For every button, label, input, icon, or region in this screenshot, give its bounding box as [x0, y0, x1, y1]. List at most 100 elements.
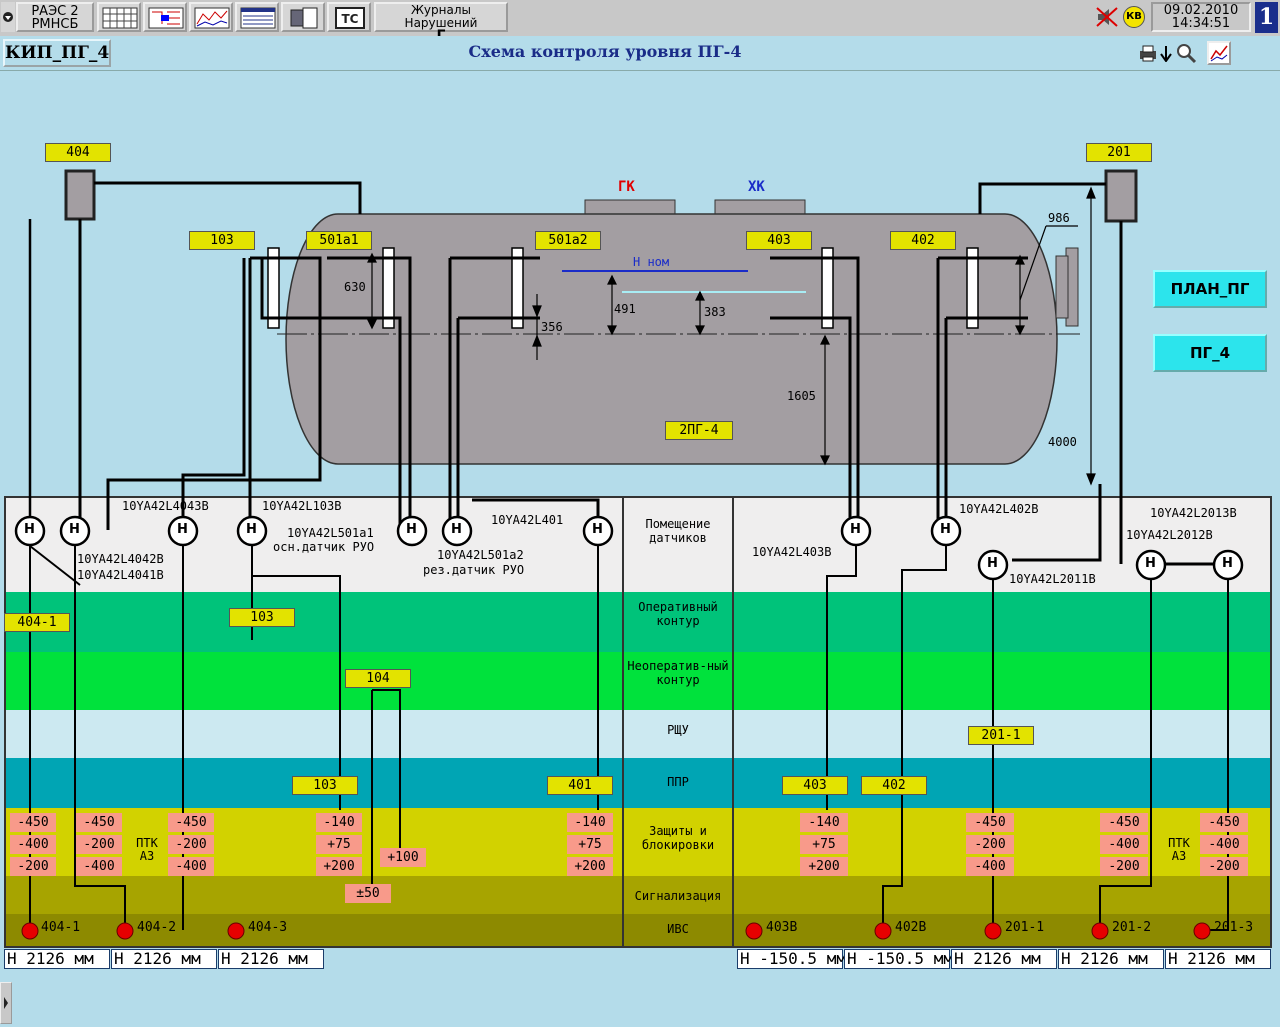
band-operative: [4, 592, 1272, 652]
sensor-label-2011: 10YA42L2011B: [1009, 572, 1096, 586]
side-panel-handle[interactable]: [0, 982, 12, 1024]
steam-generator-vessel: [277, 199, 1080, 465]
ivs-label[interactable]: 201-1: [1005, 920, 1045, 935]
ts-icon[interactable]: TC: [327, 2, 371, 32]
chart-icon[interactable]: [1207, 41, 1231, 65]
ivs-label[interactable]: 402B: [895, 920, 927, 935]
band-nonoperative: [4, 652, 1272, 710]
zone-operative: Оперативный контур: [638, 600, 718, 628]
measurement-201-3[interactable]: Н 2126 мм: [1165, 949, 1271, 969]
kip-label[interactable]: КИП_ПГ_4: [3, 39, 111, 67]
setpoint: -400: [10, 835, 56, 854]
sensor-h-2[interactable]: Н: [69, 522, 80, 537]
bands-frame: [4, 496, 1272, 948]
sensor-desc-501a2: рез.датчик РУО: [423, 563, 525, 577]
trend-icon[interactable]: [189, 2, 233, 32]
grid-icon[interactable]: [97, 2, 141, 32]
date: 09.02.2010: [1163, 3, 1239, 18]
measurement-404-3[interactable]: Н 2126 мм: [218, 949, 324, 969]
screen-number[interactable]: 1: [1255, 2, 1278, 33]
sound-muted-icon[interactable]: [1095, 6, 1119, 28]
station-selector[interactable]: РАЭС 2 РМНСБ: [16, 2, 94, 32]
journals-button[interactable]: Журналы Нарушений Г: [374, 2, 508, 43]
tag-402b[interactable]: 402: [861, 776, 927, 795]
sensor-label-403: 10YA42L403B: [752, 545, 832, 559]
setpoint: -140: [567, 813, 613, 832]
dim-491: 491: [614, 302, 636, 316]
menu-arrow-icon[interactable]: [1, 2, 15, 32]
setpoint: +75: [316, 835, 362, 854]
pg4-button[interactable]: ПГ_4: [1153, 334, 1267, 372]
sensor-h-1[interactable]: Н: [24, 522, 35, 537]
dim-383: 383: [704, 305, 726, 319]
sensor-h-9[interactable]: Н: [940, 522, 951, 537]
station-line1: РАЭС 2: [31, 4, 79, 19]
measurement-201-2[interactable]: Н 2126 мм: [1058, 949, 1164, 969]
table-icon[interactable]: [235, 2, 279, 32]
sensor-h-6[interactable]: Н: [451, 522, 462, 537]
down-arrow-icon[interactable]: [1160, 44, 1172, 63]
tag-404-1[interactable]: 404-1: [4, 613, 70, 632]
ivs-label[interactable]: 404-1: [41, 920, 81, 935]
sensor-h-7[interactable]: Н: [592, 522, 603, 537]
sensor-label-103: 10YA42L103B: [262, 499, 342, 513]
dim-356: 356: [541, 320, 563, 334]
tag-201-1[interactable]: 201-1: [968, 726, 1034, 745]
measurement-403b[interactable]: Н -150.5 мм: [737, 949, 846, 969]
sensor-h-4[interactable]: Н: [246, 522, 257, 537]
zone-nonoperative: Неоператив-ный контур: [627, 659, 729, 687]
measurement-404-1[interactable]: Н 2126 мм: [4, 949, 110, 969]
ivs-label[interactable]: 201-2: [1112, 920, 1152, 935]
tag-403b[interactable]: 403: [782, 776, 848, 795]
sensor-h-5[interactable]: Н: [406, 522, 417, 537]
tag-103[interactable]: 103: [189, 231, 255, 250]
tag-103b[interactable]: 103: [229, 608, 295, 627]
setpoint: +200: [567, 857, 613, 876]
datetime-display: 09.02.2010 14:34:51: [1151, 2, 1251, 32]
plan-pg-button[interactable]: ПЛАН_ПГ: [1153, 270, 1267, 308]
setpoint: -450: [966, 813, 1014, 832]
band-signal: [4, 876, 1272, 914]
ivs-label[interactable]: 404-3: [248, 920, 288, 935]
tag-402[interactable]: 402: [890, 231, 956, 250]
setpoint: -200: [966, 835, 1014, 854]
print-icon[interactable]: [1138, 44, 1158, 62]
tag-501a1[interactable]: 501а1: [306, 231, 372, 250]
tag-404[interactable]: 404: [45, 143, 111, 162]
sensor-h-3[interactable]: Н: [177, 522, 188, 537]
sensor-h-8[interactable]: Н: [850, 522, 861, 537]
dim-986: 986: [1048, 211, 1070, 225]
setpoint: -400: [1100, 835, 1148, 854]
ivs-label[interactable]: 201-3: [1214, 920, 1254, 935]
ivs-label[interactable]: 404-2: [137, 920, 177, 935]
tag-501a2[interactable]: 501а2: [535, 231, 601, 250]
document-icon[interactable]: [281, 2, 325, 32]
tag-403[interactable]: 403: [746, 231, 812, 250]
measurement-201-1[interactable]: Н 2126 мм: [951, 949, 1057, 969]
setpoint: +100: [380, 848, 426, 867]
sensor-h-11[interactable]: Н: [1145, 556, 1156, 571]
sensor-h-12[interactable]: Н: [1222, 556, 1233, 571]
tag-401[interactable]: 401: [547, 776, 613, 795]
sensor-h-10[interactable]: Н: [987, 556, 998, 571]
ivs-label[interactable]: 403B: [766, 920, 798, 935]
band-ppr: [4, 758, 1272, 808]
setpoint: +75: [567, 835, 613, 854]
zone-protection: Защиты и блокировки: [641, 824, 715, 852]
band-room: [4, 496, 1272, 592]
scheme-icon[interactable]: [143, 2, 187, 32]
setpoint: -450: [168, 813, 214, 832]
kb-badge[interactable]: КВ: [1123, 6, 1145, 28]
tag-103c[interactable]: 103: [292, 776, 358, 795]
setpoint: -450: [1100, 813, 1148, 832]
sensor-label-2013: 10YA42L2013B: [1150, 506, 1237, 520]
zone-ivs: ИВС: [667, 922, 689, 936]
sensor-desc-501a1: осн.датчик РУО: [273, 540, 375, 554]
vessel-name[interactable]: 2ПГ-4: [665, 421, 733, 440]
tag-104[interactable]: 104: [345, 669, 411, 688]
zoom-icon[interactable]: [1175, 42, 1197, 64]
measurement-404-2[interactable]: Н 2126 мм: [111, 949, 217, 969]
hk-label: ХК: [748, 179, 765, 195]
tag-201[interactable]: 201: [1086, 143, 1152, 162]
measurement-402b[interactable]: Н -150.5 мм: [844, 949, 953, 969]
